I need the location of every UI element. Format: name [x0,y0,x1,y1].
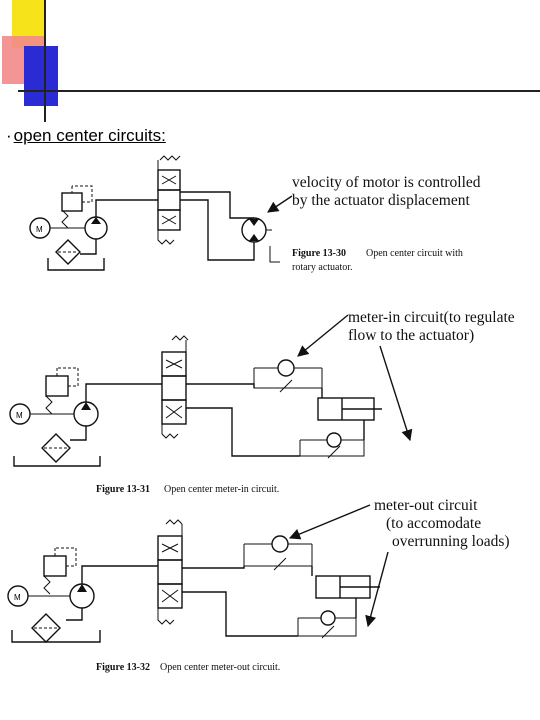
pump-symbol [73,401,99,427]
figure-13-30: M [29,155,280,271]
caption-13-32-text: Open center meter-out circuit. [160,662,280,673]
annotation-13-32-line-3: overrunning loads) [392,533,510,550]
slide-title: ·open center circuits: [6,126,166,146]
motor-label: M [36,225,43,234]
annotation-13-31-line-1: meter-in circuit(to regulate [348,309,515,326]
cylinder-symbol [317,397,382,421]
caption-13-31-number: Figure 13-31 [96,484,150,495]
caption-13-31-text: Open center meter-in circuit. [164,484,279,495]
directional-valve-symbol [157,519,183,625]
pump-symbol [84,216,108,240]
filter-symbol [41,433,71,463]
annotation-13-31-line-2: flow to the actuator) [348,327,474,344]
caption-13-30-text-line-2: rotary actuator. [292,262,353,273]
annotation-13-32-line-2: (to accomodate [386,515,481,532]
relief-valve-symbol [45,367,79,415]
flow-control-valve-symbol [243,535,313,571]
tank-symbol [11,630,101,643]
motor-label: M [16,411,23,420]
tank-symbol [47,258,105,271]
electric-motor-symbol: M [7,585,70,607]
filter-symbol [31,613,61,643]
vertical-divider-line [44,0,46,122]
relief-valve-symbol [43,547,77,595]
annotation-13-32-line-1: meter-out circuit [374,497,478,514]
check-valve-symbol [299,432,365,459]
check-valve-symbol [297,610,357,639]
directional-valve-symbol [157,155,181,245]
electric-motor-symbol: M [9,403,74,425]
caption-13-30-number: Figure 13-30 [292,248,346,259]
bullet: · [6,126,12,145]
rotary-actuator-symbol [241,217,272,243]
caption-13-32-number: Figure 13-32 [96,662,150,673]
electric-motor-symbol: M [29,217,85,239]
annotation-13-30-line-1: velocity of motor is controlled [292,174,481,191]
horizontal-divider-line [18,90,540,92]
blue-square-decoration [24,46,58,106]
caption-13-30-text-line-1: Open center circuit with [366,248,463,259]
relief-valve-symbol [61,185,93,229]
directional-valve-symbol [161,335,189,439]
tank-symbol [13,456,101,467]
filter-symbol [55,239,81,265]
slide-title-text: open center circuits: [13,126,166,145]
figure-13-32: M [7,519,380,643]
figure-13-31: M [9,335,382,467]
annotation-13-30-line-2: by the actuator displacement [292,192,470,209]
motor-label: M [14,593,21,602]
pump-symbol [69,583,95,609]
cylinder-symbol [315,575,380,599]
flow-control-valve-symbol [253,359,323,393]
